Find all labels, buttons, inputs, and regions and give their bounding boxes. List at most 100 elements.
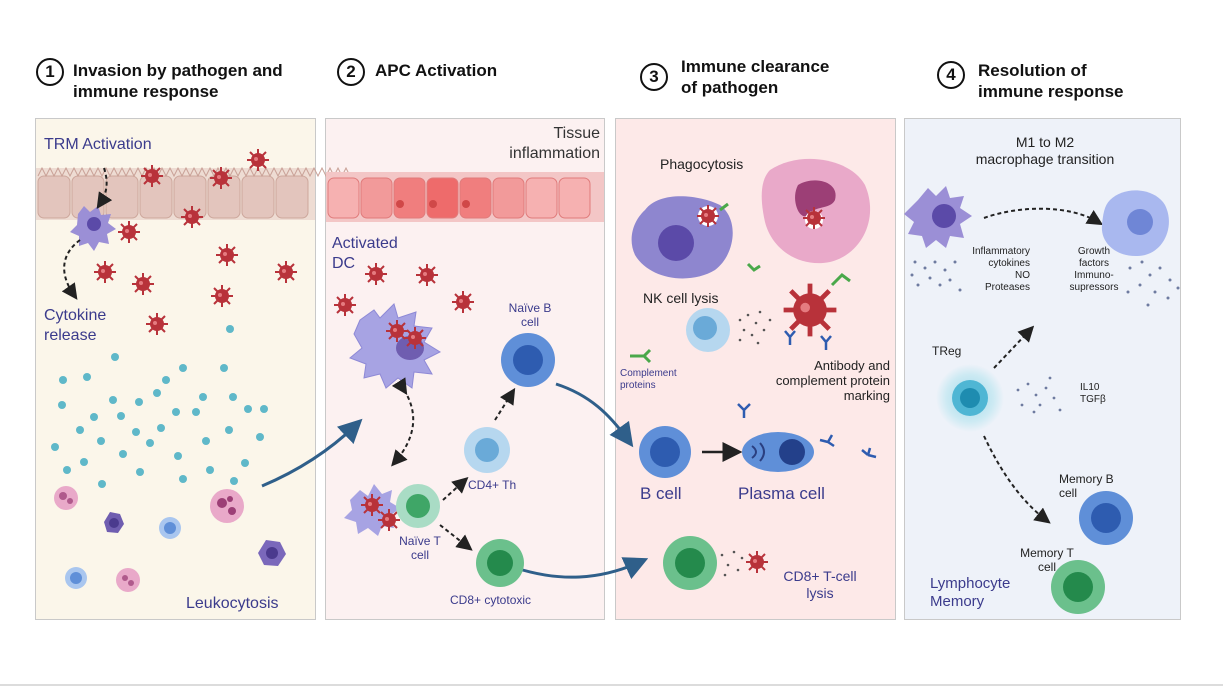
plasma-cell-label: Plasma cell [738, 484, 825, 503]
inflammatory-label: Inflammatory cytokines NO Proteases [950, 246, 1030, 294]
epithelium-panel1 [36, 166, 351, 220]
step-3-title-line2: of pathogen [681, 78, 779, 97]
epithelium-panel2 [326, 172, 604, 222]
step-4-title-line1: Resolution of [978, 61, 1087, 80]
step-4-title-line2: immune response [978, 82, 1124, 101]
naive-t-cell-label: Naïve T cell [392, 534, 448, 562]
b-cell-shape [639, 426, 743, 478]
phagocytes [631, 158, 871, 279]
memt-line2: cell [1037, 560, 1056, 574]
memory-b-cell-shape [1079, 491, 1133, 545]
antibody-line3: marking [843, 388, 890, 403]
step-3-title: Immune clearance of pathogen [681, 56, 829, 98]
growth-line4: supressors [1069, 282, 1119, 293]
cd4-th-label: CD4+ Th [468, 478, 517, 492]
step-2-number: 2 [337, 58, 365, 86]
bottom-divider [0, 684, 1223, 686]
lymphocyte-memory-label: Lymphocyte Memory [930, 575, 1010, 611]
antibody-line2: complement protein [775, 373, 890, 388]
lymph-line1: Lymphocyte [930, 575, 1011, 592]
memory-t-label: Memory T cell [1018, 546, 1076, 574]
cd8-lysis-shape [663, 536, 769, 590]
treg-cell [936, 325, 1062, 524]
b-cell-label: B cell [640, 484, 682, 503]
tissue-inflammation-label: Tissue inflammation [486, 124, 600, 164]
cd4-th-shape [464, 387, 516, 473]
trm-activation-label: TRM Activation [44, 136, 152, 153]
panel4-dots-left [910, 260, 962, 292]
il10-tgfb-label: IL10 TGFβ [1080, 382, 1106, 406]
tissue-line1: Tissue [553, 125, 600, 142]
antibody-line1: Antibody and [814, 358, 890, 373]
step-1-title: Invasion by pathogen and immune response [73, 60, 283, 102]
treg-label: TReg [932, 344, 962, 358]
step-4-title: Resolution of immune response [978, 60, 1124, 102]
plasma-cell-shape [742, 432, 814, 472]
il10-label: IL10 [1080, 382, 1100, 393]
step-4-number: 4 [937, 61, 965, 89]
m1-macrophage [904, 186, 972, 248]
arrow-panel1-to-dc [261, 418, 363, 488]
cytokine-line2: release [44, 327, 97, 344]
inflam-line3: NO [1015, 270, 1030, 281]
step-2-title: APC Activation [375, 60, 497, 81]
naive-b-line1: Naïve B [508, 301, 552, 315]
complement-proteins-label: Complement proteins [620, 368, 677, 392]
memt-line1: Memory T [1020, 546, 1074, 560]
m1-m2-transition-label: M1 to M2 macrophage transition [945, 134, 1145, 168]
cd8lysis-line2: lysis [806, 585, 834, 601]
lymph-line2: Memory [930, 593, 985, 610]
antibodies [737, 330, 877, 459]
naive-b-line2: cell [520, 315, 539, 329]
memb-line2: cell [1059, 486, 1078, 500]
activated-dc-label: Activated DC [332, 234, 398, 274]
complement-line2: proteins [620, 380, 656, 391]
dc-line2: DC [332, 255, 356, 272]
cd8-lysis-label: CD8+ T-cell lysis [780, 568, 860, 602]
phagocytosis-label: Phagocytosis [660, 156, 744, 172]
cytokine-release-label: Cytokine release [44, 306, 106, 346]
tissue-line2: inflammation [509, 145, 600, 162]
step-1-title-line2: immune response [73, 82, 219, 101]
inflam-line4: Proteases [984, 282, 1030, 293]
growth-factors-label: Growth factors Immuno- supressors [1064, 246, 1124, 294]
naive-t-line1: Naïve T [399, 534, 441, 548]
m2-macrophage [1101, 190, 1169, 256]
m1m2-line1: M1 to M2 [1015, 134, 1075, 150]
tgfb-label: TGFβ [1080, 394, 1106, 405]
step-3-title-line1: Immune clearance [681, 57, 830, 76]
growth-line3: Immuno- [1074, 270, 1114, 281]
trm-cell [61, 167, 116, 300]
memb-line1: Memory B [1059, 472, 1114, 486]
naive-t-line2: cell [410, 548, 429, 562]
panel4-dots-right [1126, 260, 1180, 307]
arrow-cd8-to-lysis [515, 557, 649, 580]
leukocytes [54, 486, 286, 592]
growth-line1: Growth [1077, 246, 1111, 257]
complement-proteins [630, 202, 851, 364]
leukocytosis-label: Leukocytosis [186, 595, 279, 612]
antibody-marking-label: Antibody and complement protein marking [740, 358, 890, 403]
cd8-cytotoxic-label: CD8+ cytotoxic [450, 593, 532, 607]
activated-dc [349, 303, 442, 467]
naive-t-cell-shape [344, 476, 473, 551]
memory-b-label: Memory B cell [1059, 472, 1114, 500]
dc-line1: Activated [332, 235, 398, 252]
nk-cell-lysis-label: NK cell lysis [643, 290, 719, 306]
m1m2-line2: macrophage transition [975, 151, 1115, 167]
naive-b-cell-label: Naïve B cell [503, 301, 557, 329]
inflam-line1: Inflammatory [972, 246, 1030, 257]
m1-to-m2-arrow [983, 207, 1104, 226]
step-3-number: 3 [640, 63, 668, 91]
nk-cell-shape [686, 308, 772, 352]
arrow-naive-b-to-bcell [555, 382, 634, 448]
inflam-line2: cytokines [988, 258, 1030, 269]
cd8lysis-line1: CD8+ T-cell [783, 568, 857, 584]
step-1-number: 1 [36, 58, 64, 86]
memory-t-cell-shape [1051, 560, 1105, 614]
marked-pathogen [784, 284, 837, 337]
cd8-cytotoxic-shape [476, 539, 524, 587]
step-1-title-line1: Invasion by pathogen and [73, 61, 283, 80]
complement-line1: Complement [620, 368, 677, 379]
